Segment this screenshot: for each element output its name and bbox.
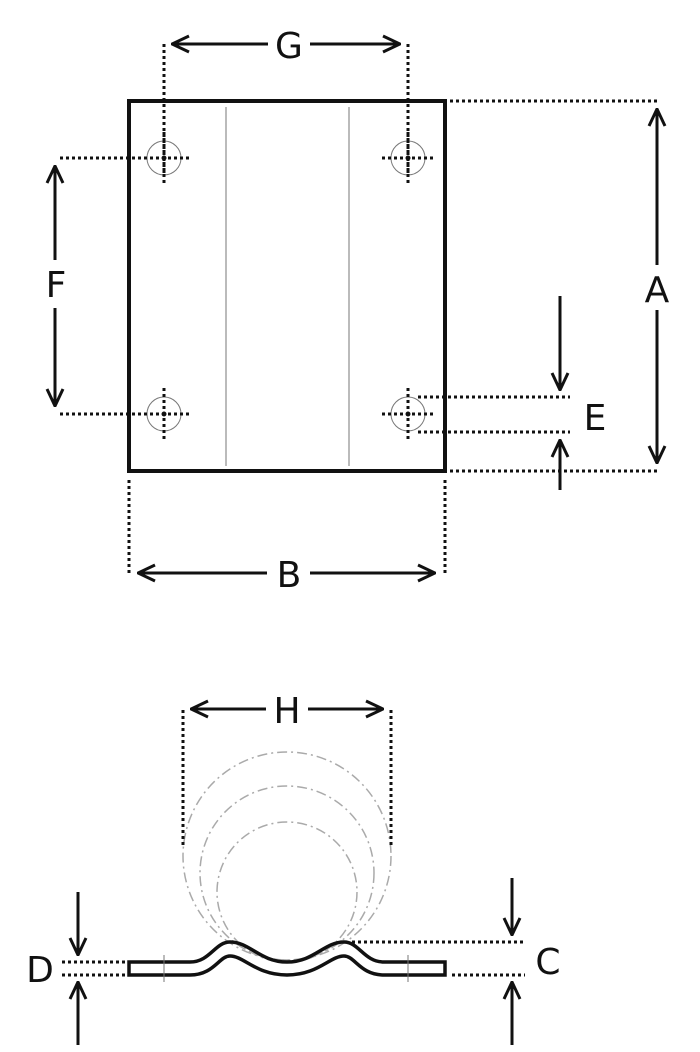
mounting-hole-bottom-left <box>138 388 192 440</box>
dimension-b: B <box>127 480 447 596</box>
bracket-profile <box>127 940 447 977</box>
dimension-a: A <box>450 99 670 473</box>
dimension-b-label: B <box>277 555 302 596</box>
pipe-outline-large <box>182 751 392 961</box>
dimension-e-label: E <box>584 398 607 439</box>
dimension-d-label: D <box>26 950 54 991</box>
pipe-outline-medium <box>199 785 375 961</box>
dimension-g: G <box>162 26 410 176</box>
dimension-c: C <box>352 878 561 1045</box>
pipe-outline-small <box>216 821 358 963</box>
dimension-e: E <box>418 296 606 490</box>
dimension-f-label: F <box>46 265 67 306</box>
dimension-f: F <box>46 156 138 416</box>
dimension-h: H <box>181 691 393 845</box>
dimension-d: D <box>26 892 125 1045</box>
dimension-g-label: G <box>275 26 303 67</box>
plate-outline <box>127 99 447 473</box>
top-view: G F A E <box>46 26 670 596</box>
dimension-c-label: C <box>535 942 560 983</box>
dimension-a-label: A <box>645 270 670 311</box>
dimension-h-label: H <box>273 691 300 732</box>
mounting-hole-bottom-right <box>382 388 434 440</box>
side-view: H D C <box>26 691 561 1045</box>
